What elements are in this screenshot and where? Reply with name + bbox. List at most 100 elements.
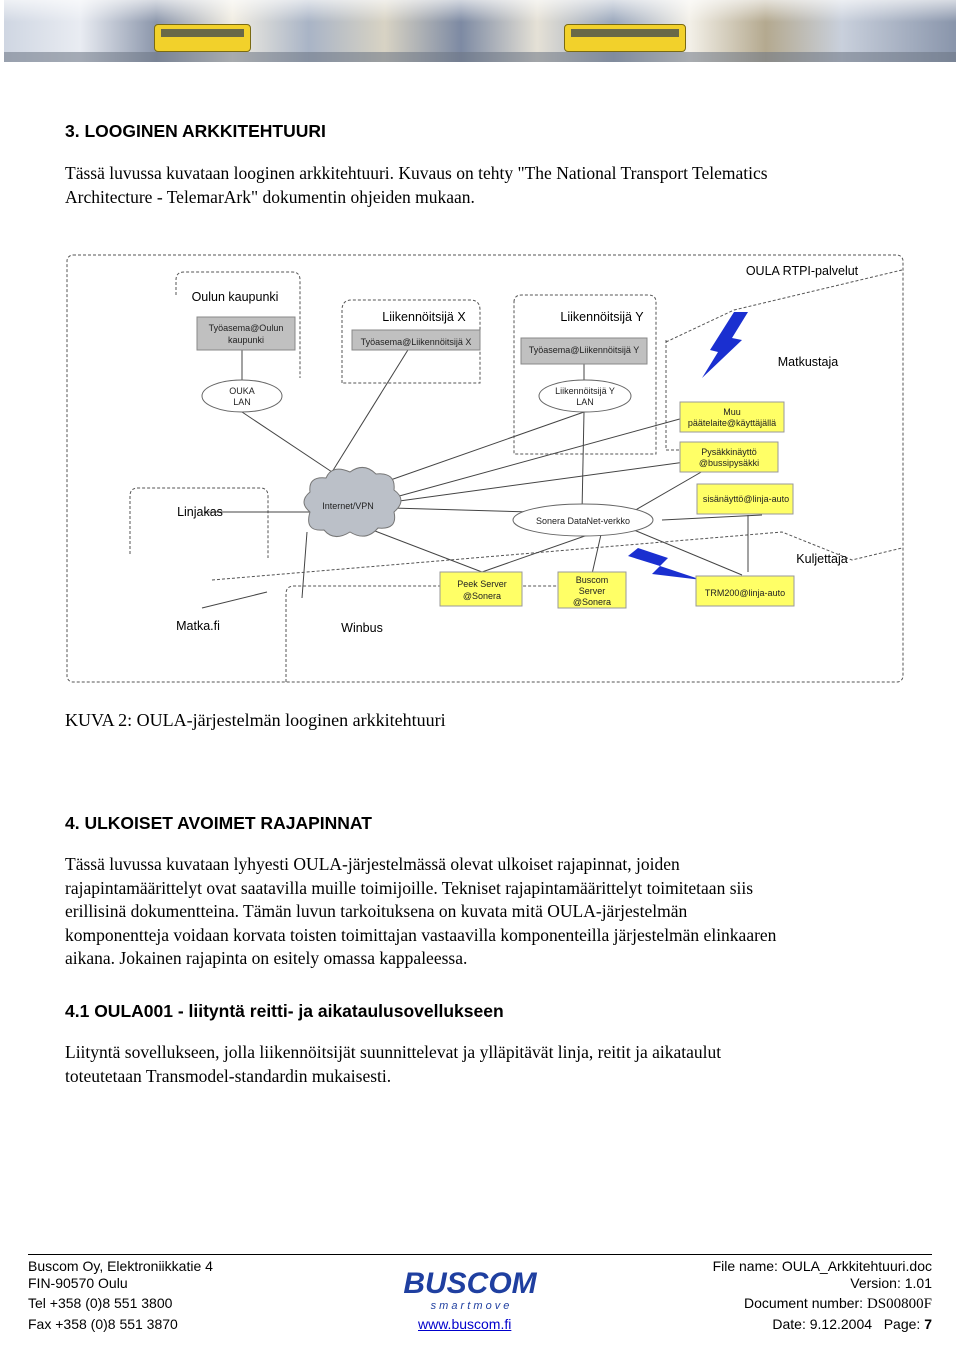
paragraph-line: Liityntä sovellukseen, jolla liikennöits… <box>65 1042 722 1062</box>
box-sisanaytto <box>696 483 794 515</box>
label-sisanaytto: sisänäyttö@linja-auto <box>703 494 789 504</box>
page-label: Page: <box>872 1316 925 1332</box>
figure-caption: KUVA 2: OULA-järjestelmän looginen arkki… <box>65 710 446 730</box>
box-pysakkinaytto <box>679 441 779 473</box>
label-tyoasema-oulu: Työasema@Oulun <box>209 323 284 333</box>
footer-company: Buscom Oy, Elektroniikkatie 4 <box>28 1258 213 1274</box>
label-muu: Muu <box>723 407 741 417</box>
website-link[interactable]: www.buscom.fi <box>418 1316 512 1332</box>
box-tyoasema-y <box>520 337 648 365</box>
logo-tagline: s m a r t m o v e <box>431 1300 510 1312</box>
box-buscom-server <box>557 571 627 609</box>
header-banner-image <box>4 0 956 62</box>
version-label: Version: <box>850 1275 905 1291</box>
footer-tel: Tel +358 (0)8 551 3800 <box>28 1295 173 1311</box>
footer-version: Version: 1.01 <box>850 1275 932 1291</box>
section-4-paragraph: Tässä luvussa kuvataan lyhyesti OULA-jär… <box>65 853 905 971</box>
logo-text: BUSCOM <box>403 1267 537 1300</box>
label-oulun-kaupunki: Oulun kaupunki <box>192 290 279 304</box>
date-label: Date: <box>772 1316 810 1332</box>
box-tyoasema-x <box>351 329 481 351</box>
label-kuljettaja: Kuljettaja <box>796 552 847 566</box>
banner-sky <box>4 0 956 22</box>
lightning-icon <box>702 312 748 378</box>
docnum-label: Document number: <box>744 1295 867 1311</box>
label-tyoasema-x: Työasema@Liikennöitsijä X <box>361 337 472 347</box>
file-value: OULA_Arkkitehtuuri.doc <box>781 1258 932 1274</box>
label-matkustaja: Matkustaja <box>778 355 838 369</box>
label-muu: päätelaite@käyttäjällä <box>688 418 776 428</box>
label-winbus: Winbus <box>341 621 383 635</box>
label-pysakki: Pysäkkinäyttö <box>701 447 757 457</box>
lightning-icon <box>628 548 702 580</box>
group-liikennoitsija-y <box>513 294 657 455</box>
paragraph-line: erillisinä dokumentteina. Tämän luvun ta… <box>65 901 688 921</box>
architecture-diagram: Oulun kaupunki Työasema@Oulun kaupunki L… <box>66 254 904 683</box>
label-liikennoitsija-y: Liikennöitsijä Y <box>560 310 644 324</box>
label-buscom: Server <box>579 586 606 596</box>
group-rtpi <box>665 269 903 343</box>
label-matka: Matka.fi <box>176 619 220 633</box>
footer-fax: Fax +358 (0)8 551 3870 <box>28 1316 178 1332</box>
label-pysakki: @bussipysäkki <box>699 458 759 468</box>
label-tyoasema-oulu: kaupunki <box>228 335 264 345</box>
group-kuljettaja <box>211 531 903 581</box>
banner-bus <box>154 24 251 52</box>
label-trm200: TRM200@linja-auto <box>705 588 785 598</box>
paragraph-line: Tässä luvussa kuvataan looginen arkkiteh… <box>65 163 768 183</box>
diagram-frame <box>66 254 904 683</box>
group-linjakas <box>129 487 269 558</box>
buscom-logo: BUSCOM s m a r t m o v e <box>403 1267 537 1312</box>
footer-date-page: Date: 9.12.2004 Page: 7 <box>772 1316 932 1332</box>
docnum-value: DS00800F <box>866 1296 932 1312</box>
paragraph-line: komponentteja voidaan korvata toisten to… <box>65 924 777 945</box>
paragraph-line: Architecture - TelemarArk" dokumentin oh… <box>65 186 475 207</box>
footer-rule <box>28 1254 932 1255</box>
label-sonera: Sonera DataNet-verkko <box>536 516 630 526</box>
label-liik-y-lan: LAN <box>576 397 594 407</box>
box-tyoasema-oulu <box>196 316 296 351</box>
box-trm200 <box>695 575 795 607</box>
paragraph-line: toteutetaan Transmodel-standardin mukais… <box>65 1065 392 1086</box>
date-value: 9.12.2004 <box>809 1316 873 1332</box>
label-ouka-lan: OUKA <box>229 386 255 396</box>
section-4-1-paragraph: Liityntä sovellukseen, jolla liikennöits… <box>65 1041 905 1088</box>
section-3-paragraph: Tässä luvussa kuvataan looginen arkkiteh… <box>65 162 905 209</box>
label-buscom: @Sonera <box>573 597 611 607</box>
paragraph-line: aikana. Jokainen rajapinta on esitely om… <box>65 948 468 968</box>
group-winbus <box>285 585 591 682</box>
label-linjakas: Linjakas <box>177 505 223 519</box>
box-peek-server <box>439 571 523 607</box>
banner-ground <box>4 52 956 62</box>
label-peek: @Sonera <box>463 591 501 601</box>
page-number: 7 <box>924 1316 932 1332</box>
label-tyoasema-y: Työasema@Liikennöitsijä Y <box>529 345 640 355</box>
footer-file-name: File name: OULA_Arkkitehtuuri.doc <box>713 1258 932 1274</box>
footer-postal: FIN-90570 Oulu <box>28 1275 128 1291</box>
version-value: 1.01 <box>904 1275 932 1291</box>
label-liik-y-lan: Liikennöitsijä Y <box>555 386 615 396</box>
connection-lines <box>201 344 763 609</box>
file-label: File name: <box>712 1258 782 1274</box>
cloud-internet-vpn <box>303 467 402 537</box>
oval-liik-y-lan <box>538 379 632 413</box>
oval-ouka-lan <box>201 379 283 413</box>
paragraph-line: rajapintamäärittelyt ovat saatavilla mui… <box>65 877 754 898</box>
banner-bus <box>564 24 686 52</box>
group-liikennoitsija-x <box>341 299 481 384</box>
label-ouka-lan: LAN <box>233 397 251 407</box>
footer-document-number: Document number: DS00800F <box>744 1295 932 1313</box>
label-peek: Peek Server <box>457 579 507 589</box>
section-4-heading: 4. ULKOISET AVOIMET RAJAPINNAT <box>65 813 372 833</box>
page-footer: Buscom Oy, Elektroniikkatie 4 FIN-90570 … <box>0 1254 960 1346</box>
box-muu-paatelaite <box>679 401 785 433</box>
label-internet-vpn: Internet/VPN <box>322 501 374 511</box>
section-3-heading: 3. LOOGINEN ARKKITEHTUURI <box>65 121 326 141</box>
label-oula-rtpi: OULA RTPI-palvelut <box>746 264 859 278</box>
paragraph-line: Tässä luvussa kuvataan lyhyesti OULA-jär… <box>65 854 680 874</box>
section-4-1-heading: 4.1 OULA001 - liityntä reitti- ja aikata… <box>65 1001 504 1021</box>
label-buscom: Buscom <box>576 575 609 585</box>
group-oulun-kaupunki <box>175 271 301 378</box>
oval-sonera-datanet <box>512 503 654 537</box>
label-liikennoitsija-x: Liikennöitsijä X <box>382 310 466 324</box>
